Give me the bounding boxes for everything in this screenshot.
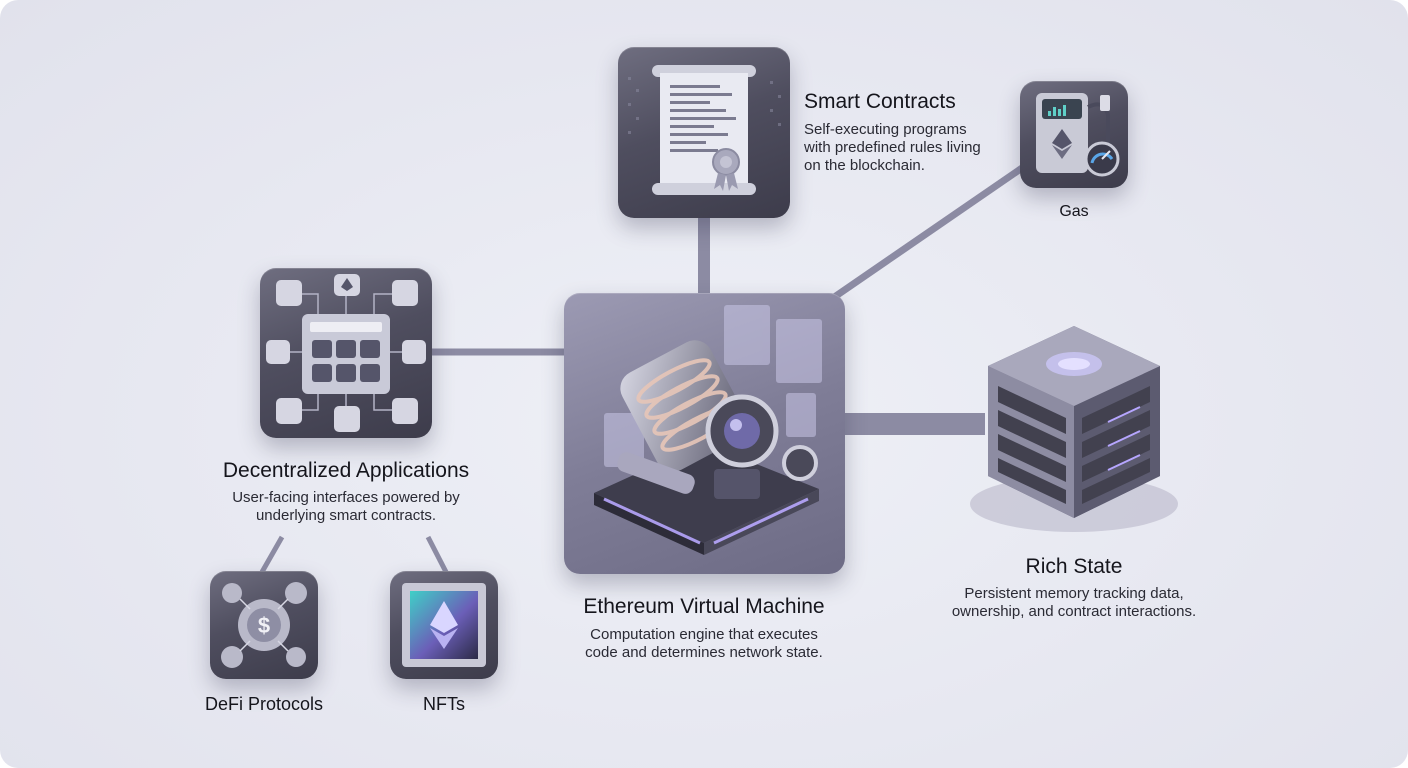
gears-coin-icon: $ [221, 582, 307, 668]
smart-contracts-desc-line-3: on the blockchain. [804, 157, 925, 174]
nfts-tile [390, 571, 498, 679]
dapps-desc-line-1: User-facing interfaces powered by [232, 489, 460, 506]
dapps-title: Decentralized Applications [222, 459, 470, 482]
smart-contracts-tile [618, 47, 790, 218]
rich-state-title: Rich State [1025, 555, 1123, 578]
framed-ether-icon [402, 583, 486, 667]
evm-tile [564, 293, 845, 574]
evm-desc-line-2: code and determines network state. [585, 644, 823, 661]
dapps-tile [260, 268, 432, 438]
defi-title: DeFi Protocols [204, 694, 324, 714]
scroll-contract-icon [628, 65, 781, 195]
fuel-pump-icon [1036, 93, 1120, 177]
svg-text:$: $ [258, 613, 270, 638]
rich-state-desc-line-2: ownership, and contract interactions. [951, 603, 1197, 620]
evm-engine-icon [594, 305, 822, 555]
connector-evm-gas [828, 165, 1024, 303]
evm-title: Ethereum Virtual Machine [583, 595, 825, 618]
smart-contracts-title: Smart Contracts [804, 90, 956, 113]
server-stack-icon [970, 326, 1178, 532]
gas-tile [1020, 81, 1128, 188]
connector-dapps-nfts [425, 535, 449, 574]
evm-desc-line-1: Computation engine that executes [590, 626, 818, 643]
smart-contracts-desc-line-1: Self-executing programs [804, 121, 967, 138]
dapps-desc-line-2: underlying smart contracts. [255, 507, 437, 524]
app-network-icon [266, 274, 426, 432]
gas-title: Gas [1059, 203, 1089, 220]
defi-tile: $ [210, 571, 318, 679]
nfts-title: NFTs [423, 694, 465, 714]
connector-dapps-defi [259, 535, 285, 574]
smart-contracts-desc-line-2: with predefined rules living [804, 139, 981, 156]
rich-state-desc-line-1: Persistent memory tracking data, [964, 585, 1184, 602]
